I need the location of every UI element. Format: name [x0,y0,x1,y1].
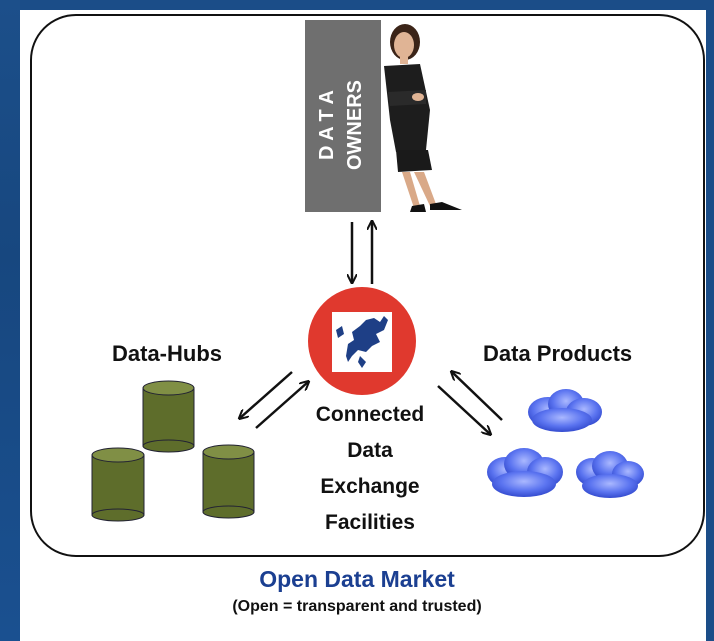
owners-line1: D A T A [316,90,338,160]
center-label-line3: Exchange [320,475,420,498]
hubs-arrow-icon [240,371,308,429]
data-hubs-label: Data-Hubs [112,341,223,366]
footer-subtitle: (Open = transparent and trusted) [232,598,482,615]
background-top-strip [0,0,714,10]
data-owners-pillar [305,20,381,212]
center-label-line4: Facilities [325,511,415,534]
cloud-icon [576,451,644,498]
europe-map-icon [308,287,416,395]
bidirectional-arrow-icon [352,222,372,284]
background-left-strip [0,0,20,641]
cloud-icon [528,389,602,432]
data-hub-cylinder-icon [202,444,255,519]
footer-title: Open Data Market [259,566,455,592]
center-label-line1: Connected [315,403,425,426]
products-arrow-icon [437,372,503,434]
data-hub-cylinder-icon [91,447,145,522]
background-right-strip [706,0,714,641]
cloud-icon [487,448,563,497]
owners-line2: OWNERS [344,80,366,170]
data-products-label: Data Products [483,341,633,366]
data-hub-cylinder-icon [142,380,195,453]
center-label-line2: Data [347,439,393,462]
